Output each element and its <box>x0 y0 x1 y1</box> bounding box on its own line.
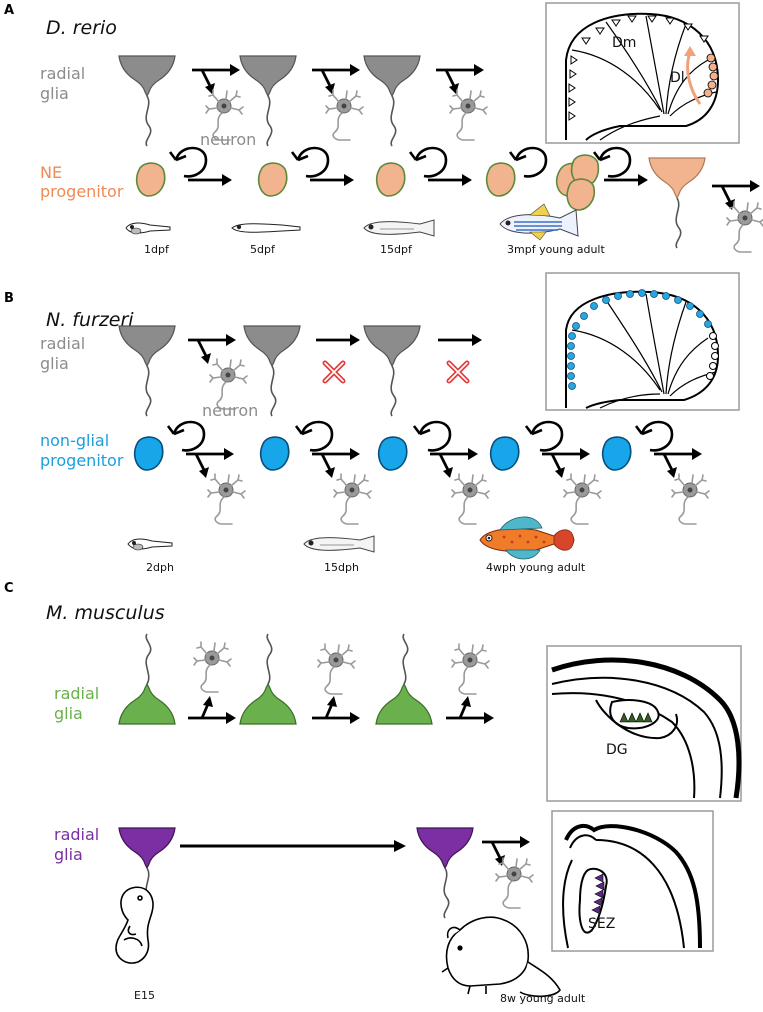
panel-c-row1-label-1: radial <box>54 684 99 703</box>
panel-c-letter: C <box>4 581 14 596</box>
stage-label: 3mpf young adult <box>507 243 605 256</box>
panel-c-row1-label-2: glia <box>54 704 83 723</box>
zebrafish-brain-inset: Dm Dl <box>545 2 740 144</box>
panel-b-species: N. furzeri <box>46 309 134 331</box>
stage-label: 8w young adult <box>500 992 586 1005</box>
panel-a-row1-label-2: glia <box>40 84 69 103</box>
panel-a-row1-label-1: radial <box>40 64 85 83</box>
panel-b-row1-label-1: radial <box>40 334 85 353</box>
blocked-x-icon <box>325 363 343 381</box>
branch-arrow <box>186 332 238 366</box>
panel-c-species: M. musculus <box>46 602 165 624</box>
mouse-sez-inset: SEZ <box>551 810 714 952</box>
stage-label: 15dph <box>324 561 359 574</box>
stage-label: 4wph young adult <box>486 561 586 574</box>
panel-a: A D. rerio radial glia neuron NE progeni… <box>4 2 763 256</box>
branch-arrow <box>710 178 762 212</box>
embryo-icon <box>115 886 154 964</box>
long-arrow <box>180 840 406 852</box>
radial-glia-cell <box>118 827 474 919</box>
non-glial-progenitor-cell <box>134 436 632 471</box>
zebrafish-stages <box>125 203 579 241</box>
stage-label: 1dpf <box>144 243 170 256</box>
killifish-brain-inset <box>545 272 740 411</box>
self-renewal-arrow <box>166 420 674 452</box>
panel-b-neuron-label: neuron <box>202 401 258 420</box>
radial-glia-cell <box>118 55 421 147</box>
radial-glia-cell <box>118 325 421 417</box>
panel-c: C M. musculus radial glia radial glia <box>4 581 742 1005</box>
stage-label: 5dpf <box>250 243 276 256</box>
panel-b-letter: B <box>4 291 14 306</box>
brain-label-sez: SEZ <box>588 916 615 932</box>
mouse-icon <box>441 916 561 998</box>
ne-progenitor-cell <box>136 154 600 211</box>
neuron-icon <box>726 201 763 253</box>
stage-label: E15 <box>134 989 155 1002</box>
neuron-icon <box>193 641 490 695</box>
panel-a-letter: A <box>4 3 14 18</box>
mouse-hippocampus-inset: DG <box>546 645 742 802</box>
blocked-x-icon <box>449 363 467 381</box>
brain-label-dm: Dm <box>612 35 636 51</box>
panel-b: B N. furzeri radial glia neuron non-glia… <box>4 272 740 574</box>
stage-label: 15dpf <box>380 243 413 256</box>
panel-a-species: D. rerio <box>46 17 117 39</box>
panel-b-row2-label-1: non-glial <box>40 431 109 450</box>
panel-b-row1-label-2: glia <box>40 354 69 373</box>
arrow-right <box>314 332 362 348</box>
branch-arrow <box>190 62 486 96</box>
arrow-right <box>436 332 484 348</box>
panel-a-row2-label-1: NE <box>40 163 62 182</box>
brain-label-dl: Dl <box>670 70 685 86</box>
panel-a-neuron-label: neuron <box>200 130 256 149</box>
panel-c-row2-label-1: radial <box>54 825 99 844</box>
panel-a-row2-label-2: progenitor <box>40 182 124 201</box>
panel-c-row2-label-2: glia <box>54 845 83 864</box>
panel-b-row2-label-2: progenitor <box>40 451 124 470</box>
neuron-icon <box>207 473 710 525</box>
radial-glia-cell <box>118 633 433 725</box>
stage-label: 2dph <box>146 561 174 574</box>
branch-arrow <box>186 694 496 726</box>
brain-label-dg: DG <box>606 742 628 758</box>
radial-glia-cell <box>648 157 706 249</box>
branch-arrow <box>480 834 532 868</box>
